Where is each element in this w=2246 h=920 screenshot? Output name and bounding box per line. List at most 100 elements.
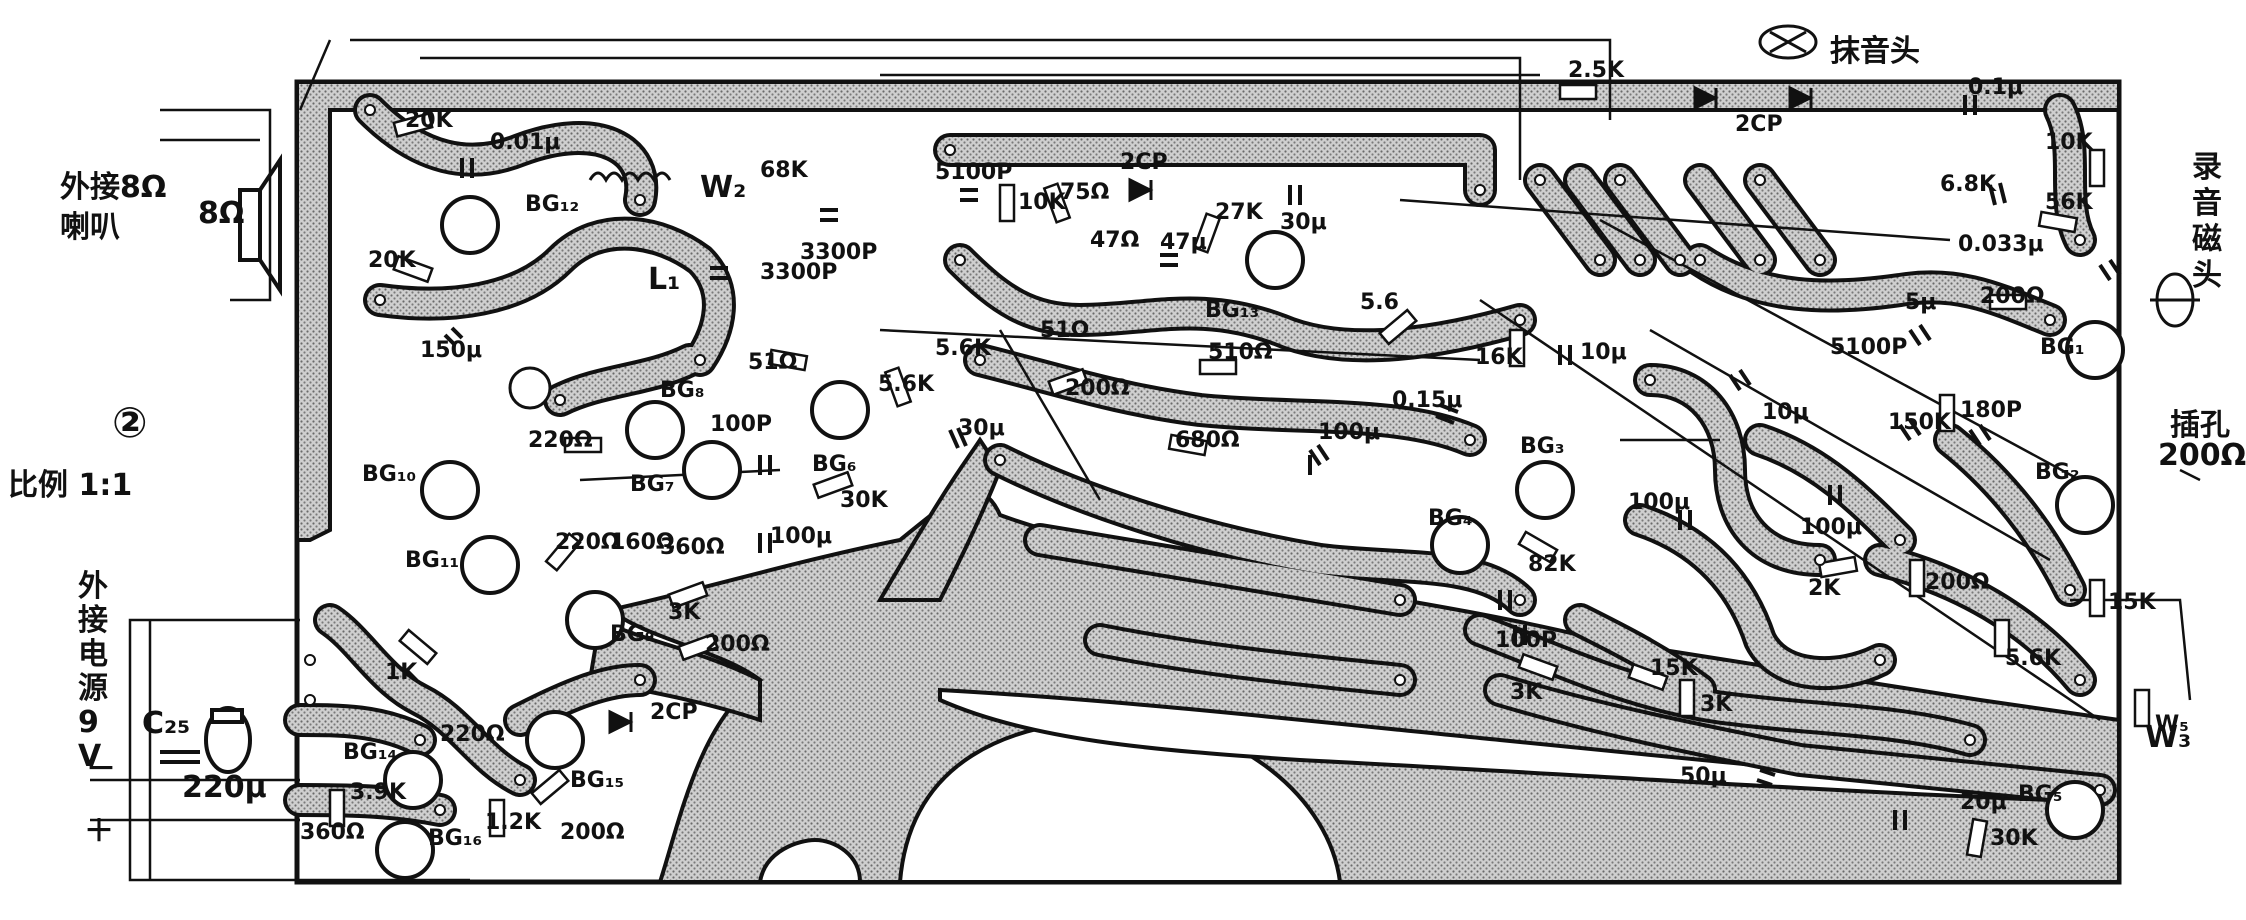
c25-label: C₂₅ [142,706,191,741]
component-label: 100μ [770,524,833,549]
component-label: 5100P [935,160,1013,185]
component-label: 150K [1888,410,1951,435]
transistor-label-bg6: BG₆ [812,452,857,477]
component-label: 30μ [958,416,1005,441]
component-label: 200Ω [1980,284,2045,309]
transistor-label-bg4: BG₄ [1428,506,1473,531]
component-label: 10K [1018,190,1066,215]
meter-resistance-label: 200Ω [2158,438,2246,473]
transistor-label-bg3: BG₃ [1520,434,1565,459]
component-label: W₅ [2155,712,2189,737]
component-label: 0.1μ [1968,75,2024,100]
speaker-impedance-label: 8Ω [198,196,245,231]
component-label: 5.6K [2005,646,2062,671]
transistor-label-bg9: BG₉ [610,622,655,647]
record-head-symbol [2150,272,2200,328]
component-label: 5.6 [1360,290,1399,315]
transistor-label-bg8: BG₈ [660,378,705,403]
component-label: 30μ [1280,210,1327,235]
component-label: 200Ω [1065,376,1130,401]
component-label: 10μ [1762,400,1809,425]
component-label: 100μ [1800,515,1863,540]
component-label: 0.15μ [1392,388,1463,413]
transistor-label-bg5: BG₅ [2018,782,2063,807]
pot-w2-label: W₂ [700,170,747,205]
component-label: 82K [1528,552,1576,577]
transistor-label-bg1: BG₁ [2040,335,2085,360]
component-label: 68K [760,158,808,183]
component-label: 5.6K [878,372,935,397]
component-label: 6.8K [1940,172,1997,197]
transistor-label-bg13: BG₁₃ [1205,298,1260,323]
mounting-hole [508,366,552,410]
component-label: 220Ω [440,722,505,747]
diode-label: 2CP [1120,150,1168,175]
component-label: 200Ω [705,632,770,657]
component-label: 3.9K [350,780,407,805]
component-label: 75Ω [1060,180,1110,205]
component-label: 3300P [760,260,838,285]
component-label: 220Ω [528,428,593,453]
meter-jack-label: 插孔 [2170,408,2230,443]
transistor-label-bg15: BG₁₅ [570,768,625,793]
component-label: 10K [2045,130,2093,155]
component-label: 360Ω [300,820,365,845]
pads [304,104,2106,816]
component-label: 680Ω [1175,428,1240,453]
component-label: 5100P [1830,335,1908,360]
component-label: 27K [1215,200,1263,225]
diode-label: 2CP [1735,112,1783,137]
external-power-label: 外接电源9V [78,569,108,774]
diode-label: 2CP [650,700,698,725]
component-label: 3K [1700,692,1733,717]
scale-note: 比例 1:1 [8,468,133,503]
component-label: 200Ω [1925,570,1990,595]
component-label: 47μ [1160,230,1207,255]
component-label: 56K [2045,190,2093,215]
transistor-label-bg11: BG₁₁ [405,548,460,573]
transistor-label-bg14: BG₁₄ [343,740,398,765]
polarity-plus: ＋ [84,814,114,849]
component-label: 3K [1510,680,1543,705]
component-label: 510Ω [1208,340,1273,365]
component-label: 5μ [1905,290,1937,315]
component-label: 15K [1650,656,1698,681]
transistor-label-bg16: BG₁₆ [428,826,483,851]
component-label: 150μ [420,338,483,363]
component-label: 47Ω [1090,228,1140,253]
transistor-label-bg10: BG₁₀ [362,462,417,487]
transistor-label-bg2: BG₂ [2035,460,2080,485]
component-label: 30K [1990,826,2038,851]
component-label: 50μ [1680,764,1727,789]
jumper-wires [90,38,2201,882]
component-label: 20μ [1960,790,2007,815]
external-speaker-label: 外接8Ω 喇叭 [60,170,167,245]
component-label: 15K [2108,590,2156,615]
component-label: 5.6K [935,336,992,361]
speaker-symbol [238,153,282,297]
transistors [375,195,2125,880]
component-label: 51Ω [748,350,798,375]
component-label: 0.033μ [1958,232,2044,257]
component-label: 180P [1960,398,2023,423]
component-label: 1K [385,660,418,685]
polarity-minus: － [86,752,116,787]
inductor-coil [588,171,672,184]
component-label: 360Ω [660,535,725,560]
diodes [608,85,1814,735]
component-label: 3K [668,600,701,625]
component-label: 200Ω [560,820,625,845]
erase-head-label: 抹音头 [1830,34,1920,69]
transistor-label-bg7: BG₇ [630,472,675,497]
component-label: 3300P [800,240,878,265]
resistors [328,83,2151,859]
component-label: 220Ω [555,530,620,555]
component-label: 20K [405,108,453,133]
component-label: 100P [1495,628,1558,653]
transistor-label-bg12: BG₁₂ [525,192,580,217]
pot-w3-label: W₃ [2145,720,2192,755]
inductor-label: L₁ [648,262,681,297]
figure-number: ② [112,398,148,447]
component-label: 2.5K [1568,58,1625,83]
